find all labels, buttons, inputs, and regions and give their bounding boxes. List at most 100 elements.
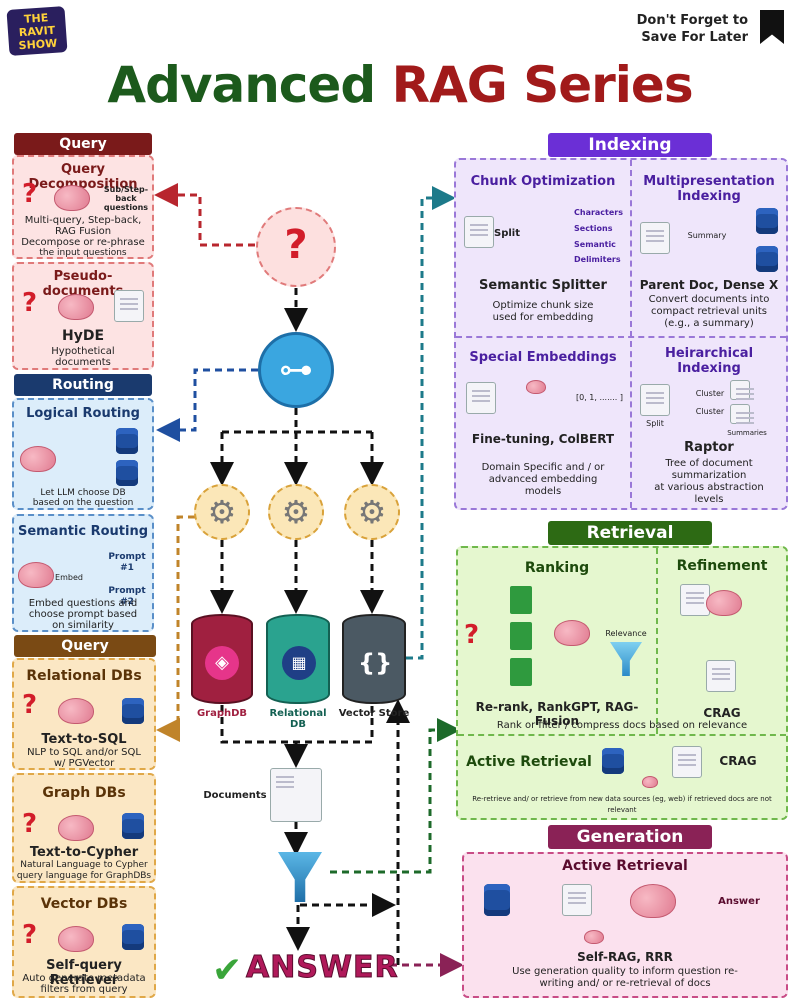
graph-dbs-title: Graph DBs <box>42 785 126 801</box>
chunk-line2: used for embedding <box>492 312 594 323</box>
semantic-line3: on similarity <box>52 620 114 631</box>
hierarchical-title2: Indexing <box>677 361 741 376</box>
retrieval-caption: Rank or filter / compress docs based on … <box>496 720 748 731</box>
brain-icon <box>54 185 90 211</box>
special-embeddings-title: Special Embeddings <box>469 350 617 365</box>
question-node-icon: ? <box>256 207 336 287</box>
pseudo-line2: documents <box>55 357 111 368</box>
database-icon <box>116 428 138 454</box>
vector-line2: filters from query <box>40 984 128 995</box>
brain-icon <box>58 294 94 320</box>
brain-icon <box>584 930 604 944</box>
hier-line1: Tree of document <box>665 458 753 469</box>
refinement-title: Refinement <box>676 558 768 574</box>
question-icon: ? <box>22 690 38 720</box>
indexing-header: Indexing <box>548 133 712 157</box>
generation-active-retrieval-title: Active Retrieval <box>562 858 688 874</box>
sections-label: Sections <box>574 224 613 233</box>
prompt1-label: Prompt #1 <box>108 552 146 573</box>
raptor-name: Raptor <box>684 440 734 455</box>
indexing-panel: Chunk Optimization Split Characters Sect… <box>454 158 788 510</box>
active-retrieval-title: Active Retrieval <box>466 754 592 770</box>
delimiters-label: Delimiters <box>574 255 621 264</box>
brain-icon <box>642 776 658 788</box>
pseudo-line1: Hypothetical <box>51 346 115 357</box>
multi-line2: compact retrieval units <box>650 306 768 317</box>
multi-line1: Convert documents into <box>648 294 770 305</box>
pseudo-documents-card: Pseudo-documents ? HyDE Hypothetical doc… <box>12 262 154 370</box>
relationaldb-label: Relational DB <box>269 708 327 730</box>
brain-icon <box>20 446 56 472</box>
document-icon <box>640 222 670 254</box>
documents-label: Documents <box>203 790 267 801</box>
generation-header: Generation <box>548 825 712 849</box>
document-icon <box>706 660 736 692</box>
cluster2-label: Cluster <box>695 407 725 416</box>
active-retrieval-caption: Re-retrieve and/ or retrieve from new da… <box>472 795 772 814</box>
parent-doc-name: Parent Doc, Dense X <box>639 278 779 292</box>
logical-routing-card: Logical Routing Let LLM choose DB based … <box>12 398 154 510</box>
hyde-name: HyDE <box>61 328 105 344</box>
vector-database-icon <box>122 924 144 950</box>
document-icon <box>672 746 702 778</box>
multipresentation-title1: Multipresentation <box>643 174 775 189</box>
vector-database-icon <box>756 208 778 234</box>
query-decomposition-title: Query Decomposition <box>28 162 138 192</box>
graph-database-icon <box>122 813 144 839</box>
query-translation-header: Query Translation <box>14 133 152 174</box>
cluster1-label: Cluster <box>695 389 725 398</box>
document-icon <box>730 380 754 402</box>
chunk-optimization-title: Chunk Optimization <box>470 174 616 189</box>
crag-active-name: CRAG <box>719 754 757 768</box>
summaries-label: Summaries <box>727 429 767 437</box>
graphdb-label: GraphDB <box>196 708 248 719</box>
split-label: Split <box>494 228 520 239</box>
relational-dbs-title: Relational DBs <box>26 668 142 684</box>
semantic-routing-card: Semantic Routing Prompt #1 Embed Prompt … <box>12 514 154 632</box>
hier-line2: summarization <box>671 470 747 481</box>
generation-line2: writing and/ or re-retrieval of docs <box>539 978 711 989</box>
document-icon <box>114 290 144 322</box>
gear-icon-relational: ⚙ <box>268 484 324 540</box>
schema-icon: ▦ <box>282 646 316 680</box>
multi-line3: (e.g., a summary) <box>664 318 754 329</box>
graphql-icon: ◈ <box>205 646 239 680</box>
decomp-line1: Multi-query, Step-back, <box>24 215 142 226</box>
decomp-line4: the input questions <box>39 248 127 258</box>
self-rag-name: Self-RAG, RRR <box>577 950 673 964</box>
question-icon: ? <box>22 809 38 839</box>
special-line3: models <box>524 486 562 497</box>
question-icon: ? <box>22 920 38 950</box>
special-line2: advanced embedding <box>488 474 598 485</box>
summary-label: Summary <box>687 231 727 240</box>
vectorstore-label: Vector Store <box>338 708 410 719</box>
brain-icon <box>630 884 676 918</box>
prompt2-label: Prompt #2 <box>108 586 146 607</box>
graph-dbs-card: Graph DBs ? Text-to-Cypher Natural Langu… <box>12 773 156 883</box>
ranking-title: Ranking <box>524 560 590 576</box>
graphdb-cylinder: ◈ <box>191 614 253 704</box>
characters-label: Characters <box>574 208 624 217</box>
embedding-vector-label: [0, 1, ....... ] <box>576 393 623 402</box>
generation-line1: Use generation quality to inform questio… <box>512 966 738 977</box>
text-to-cypher-name: Text-to-Cypher <box>29 845 139 860</box>
multipresentation-title2: Indexing <box>677 189 741 204</box>
vector-dbs-title: Vector DBs <box>40 896 128 912</box>
document-icon <box>510 586 532 614</box>
relational-line2: w/ PGVector <box>53 758 115 769</box>
router-node-icon: ⊶ <box>258 332 334 408</box>
generation-panel: Active Retrieval Answer Self-RAG, RRR Us… <box>462 852 788 998</box>
semantic-line1: Embed questions and <box>28 598 138 609</box>
vector-dbs-card: Vector DBs ? Self-query Retriever Auto g… <box>12 886 156 998</box>
checkmark-icon: ✔ <box>212 950 243 991</box>
graph-line1: Natural Language to Cypher <box>20 860 148 870</box>
question-icon: ? <box>22 179 38 209</box>
document-icon <box>562 884 592 916</box>
pseudo-documents-title: Pseudo-documents <box>42 269 124 299</box>
routing-header: Routing <box>14 374 152 396</box>
filter-funnel-icon <box>610 642 642 676</box>
sub-questions-tag: Sub/Step-back questions <box>103 185 149 212</box>
question-icon: ? <box>22 288 38 318</box>
semantic-routing-title: Semantic Routing <box>17 524 149 539</box>
relational-dbs-card: Relational DBs ? Text-to-SQL NLP to SQL … <box>12 658 156 770</box>
